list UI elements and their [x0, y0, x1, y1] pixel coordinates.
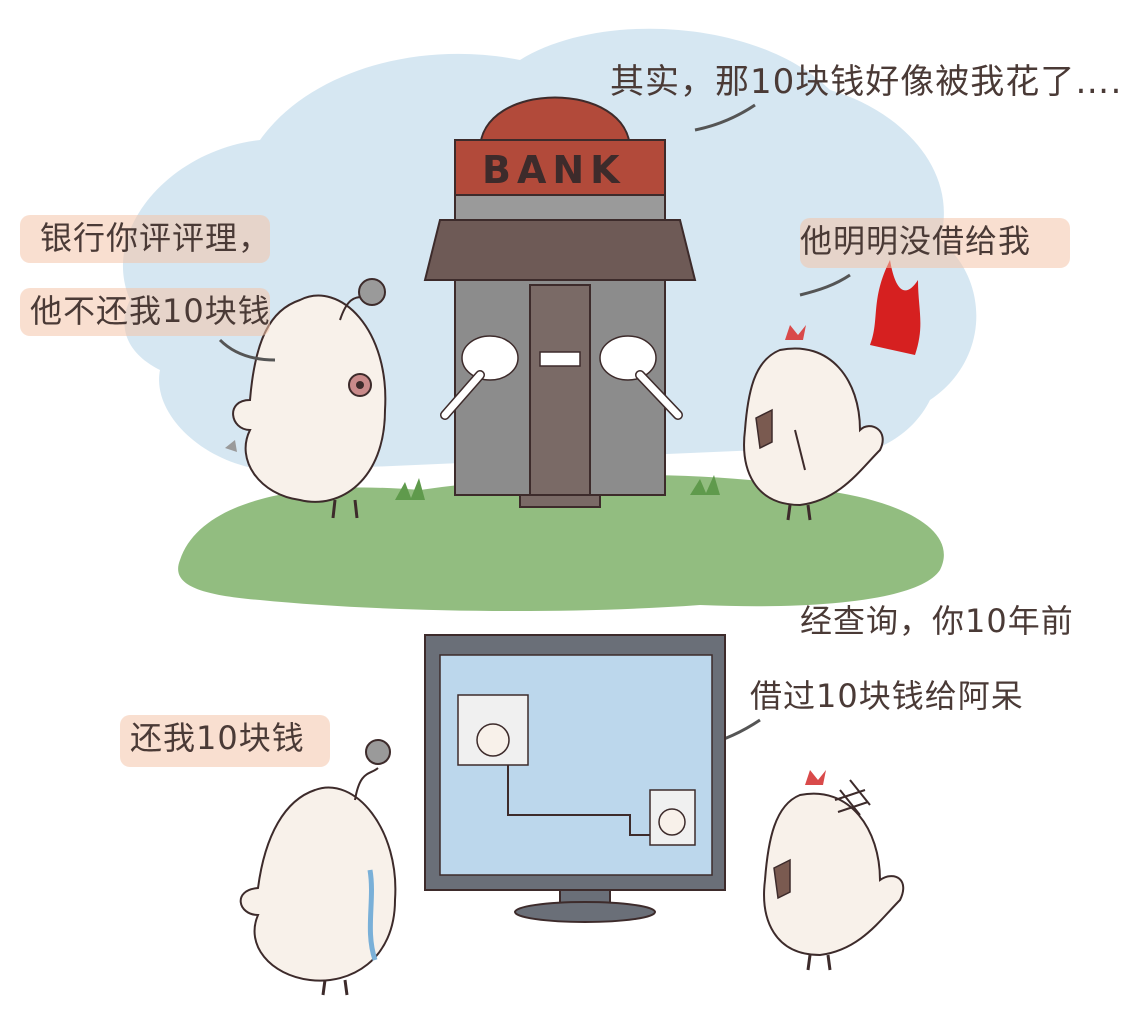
caption-bottom-right-line2: 借过10块钱给阿呆 — [750, 677, 1024, 715]
left-bird-character — [225, 278, 387, 519]
left-bird-crying — [239, 739, 397, 996]
grass-ground — [178, 475, 944, 612]
caption-top-left-line2: 他不还我10块钱 — [30, 292, 271, 330]
caption-bottom-right-line1: 经查询，你10年前 — [800, 602, 1074, 640]
caption-right: 他明明没借给我 — [800, 222, 1032, 260]
bank-building — [423, 96, 697, 508]
caption-bottom-left: 还我10块钱 — [130, 719, 305, 757]
right-bird-character — [743, 325, 884, 521]
bank-sign-text: BANK — [482, 148, 626, 192]
caption-top-right: 其实，那10块钱好像被我花了…… — [610, 62, 1125, 102]
anger-flame-icon — [870, 260, 921, 355]
computer-monitor — [424, 634, 726, 923]
caption-top-left-line1: 银行你评评理， — [40, 219, 272, 257]
right-bird-annoyed — [763, 770, 905, 971]
